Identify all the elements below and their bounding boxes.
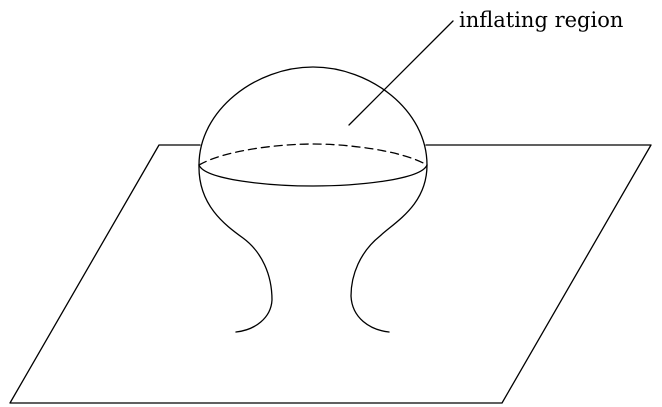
bubble-neck-left [199,165,272,332]
equator-back-dashed [199,144,427,165]
flat-plane [10,145,651,403]
equator-front [199,165,427,186]
bubble-neck-right [351,165,427,332]
inflating-region-label: inflating region [459,8,623,32]
label-leader-line [349,21,453,125]
